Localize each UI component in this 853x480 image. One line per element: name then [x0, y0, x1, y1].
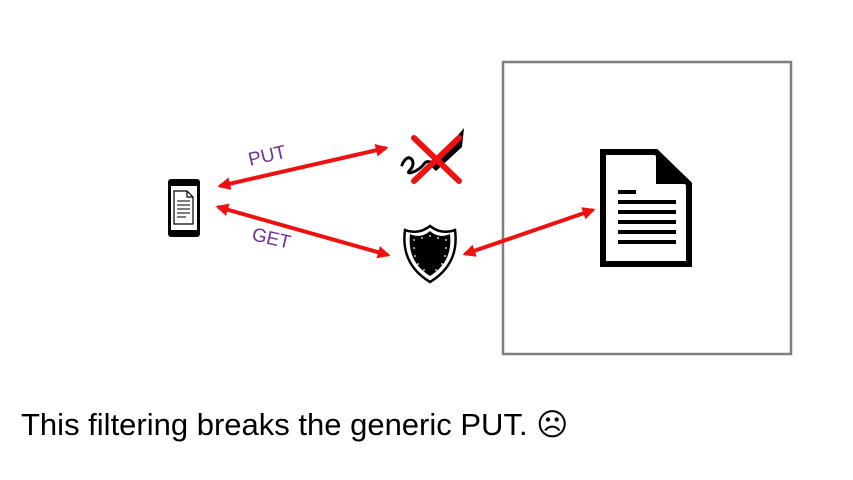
- get-arrow: [215, 203, 391, 259]
- put-label: PUT: [246, 142, 288, 171]
- caption-text: This filtering breaks the generic PUT. ☹: [21, 407, 569, 442]
- get-label: GET: [250, 224, 293, 253]
- shield-icon: [403, 224, 457, 284]
- red-x-icon: [411, 135, 462, 184]
- mobile-phone-icon: [168, 179, 200, 237]
- put-arrow: [217, 144, 389, 190]
- document-icon: [600, 149, 692, 267]
- filter-server-arrow: [462, 207, 596, 257]
